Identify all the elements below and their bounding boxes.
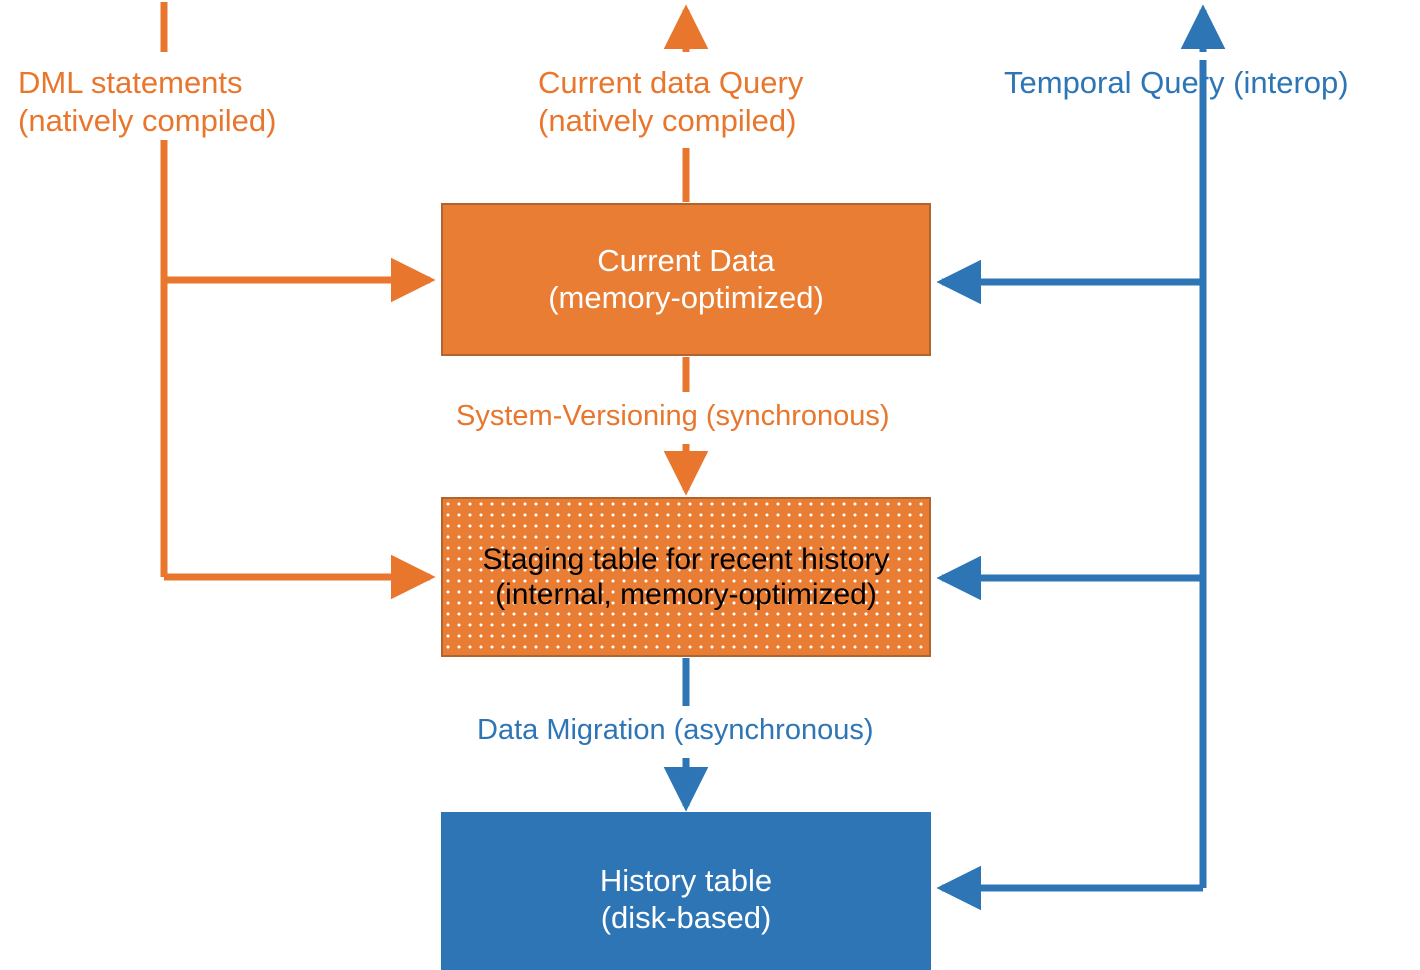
label-temporal-query: Temporal Query (interop) xyxy=(1004,65,1349,100)
label-data-migration: Data Migration (asynchronous) xyxy=(477,714,874,746)
label-current-data-query: Current data Query (natively compiled) xyxy=(538,65,804,138)
label-dml-statements: DML statements (natively compiled) xyxy=(18,65,277,138)
node-history-table[interactable]: History table (disk-based) xyxy=(441,812,931,970)
node-current-data[interactable]: Current Data (memory-optimized) xyxy=(441,203,931,356)
label-system-versioning: System-Versioning (synchronous) xyxy=(456,400,890,432)
node-staging-table[interactable]: Staging table for recent history (intern… xyxy=(441,497,931,657)
